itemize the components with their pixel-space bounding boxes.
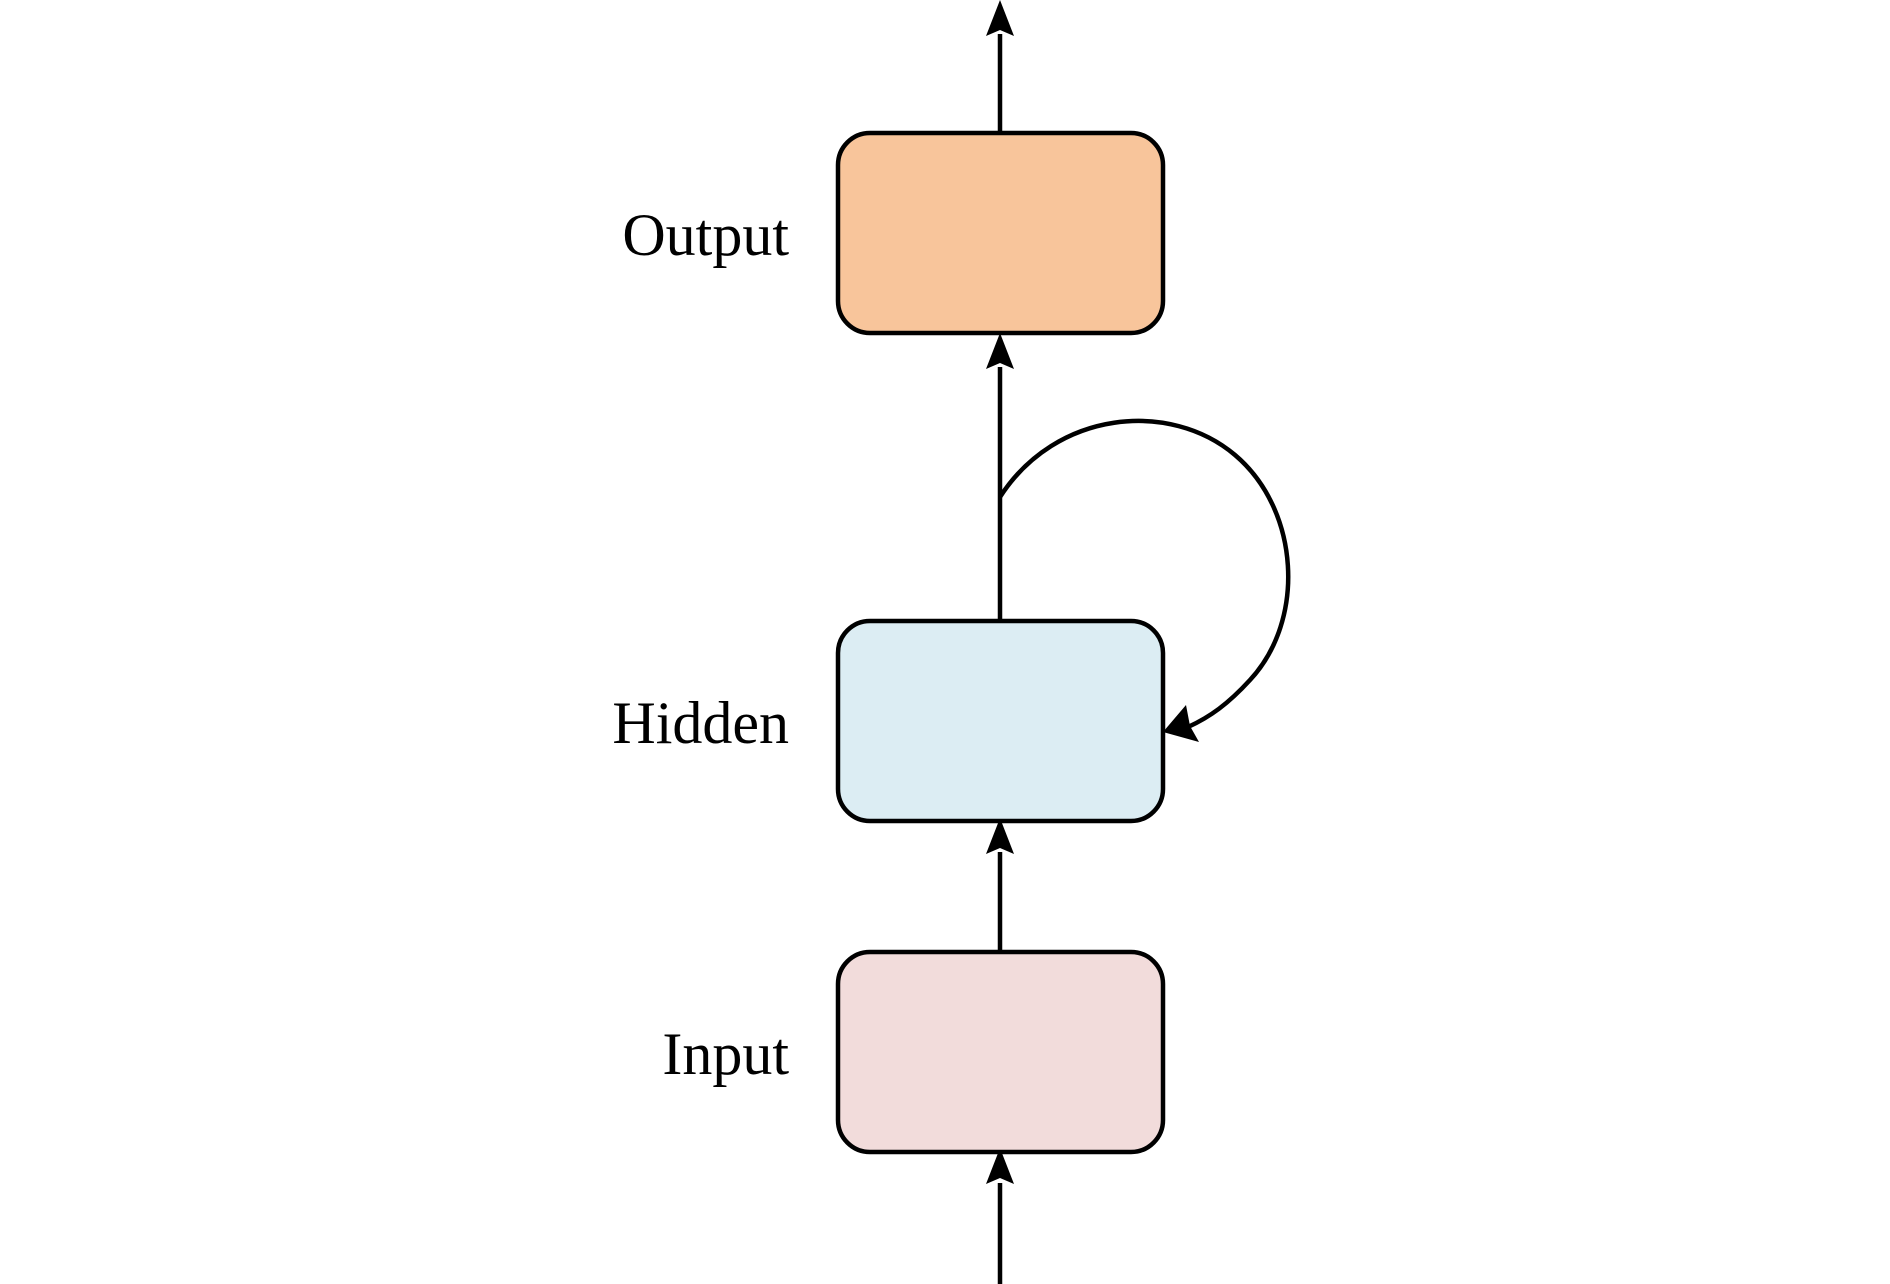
- edge-hidden-recurrent-loop: [998, 418, 1291, 742]
- edge-hidden-to-output: [986, 333, 1014, 619]
- hidden-label: Hidden: [612, 690, 789, 756]
- arrowhead-icon: [986, 818, 1014, 854]
- arrowhead-icon: [986, 1148, 1014, 1184]
- node-input: Input: [662, 949, 1166, 1155]
- output-box: [835, 130, 1166, 336]
- output-label: Output: [622, 202, 789, 268]
- arrowhead-icon: [986, 333, 1014, 369]
- node-hidden: Hidden: [612, 618, 1166, 824]
- input-label: Input: [662, 1021, 789, 1087]
- arrowhead-icon: [986, 0, 1014, 36]
- arrowhead-icon: [1163, 705, 1199, 742]
- hidden-box: [835, 618, 1166, 824]
- input-box: [835, 949, 1166, 1155]
- node-output: Output: [622, 130, 1166, 336]
- edge-input-to-hidden: [986, 818, 1014, 950]
- edge-output-to-external: [986, 0, 1014, 131]
- edge-external-to-input: [986, 1148, 1014, 1284]
